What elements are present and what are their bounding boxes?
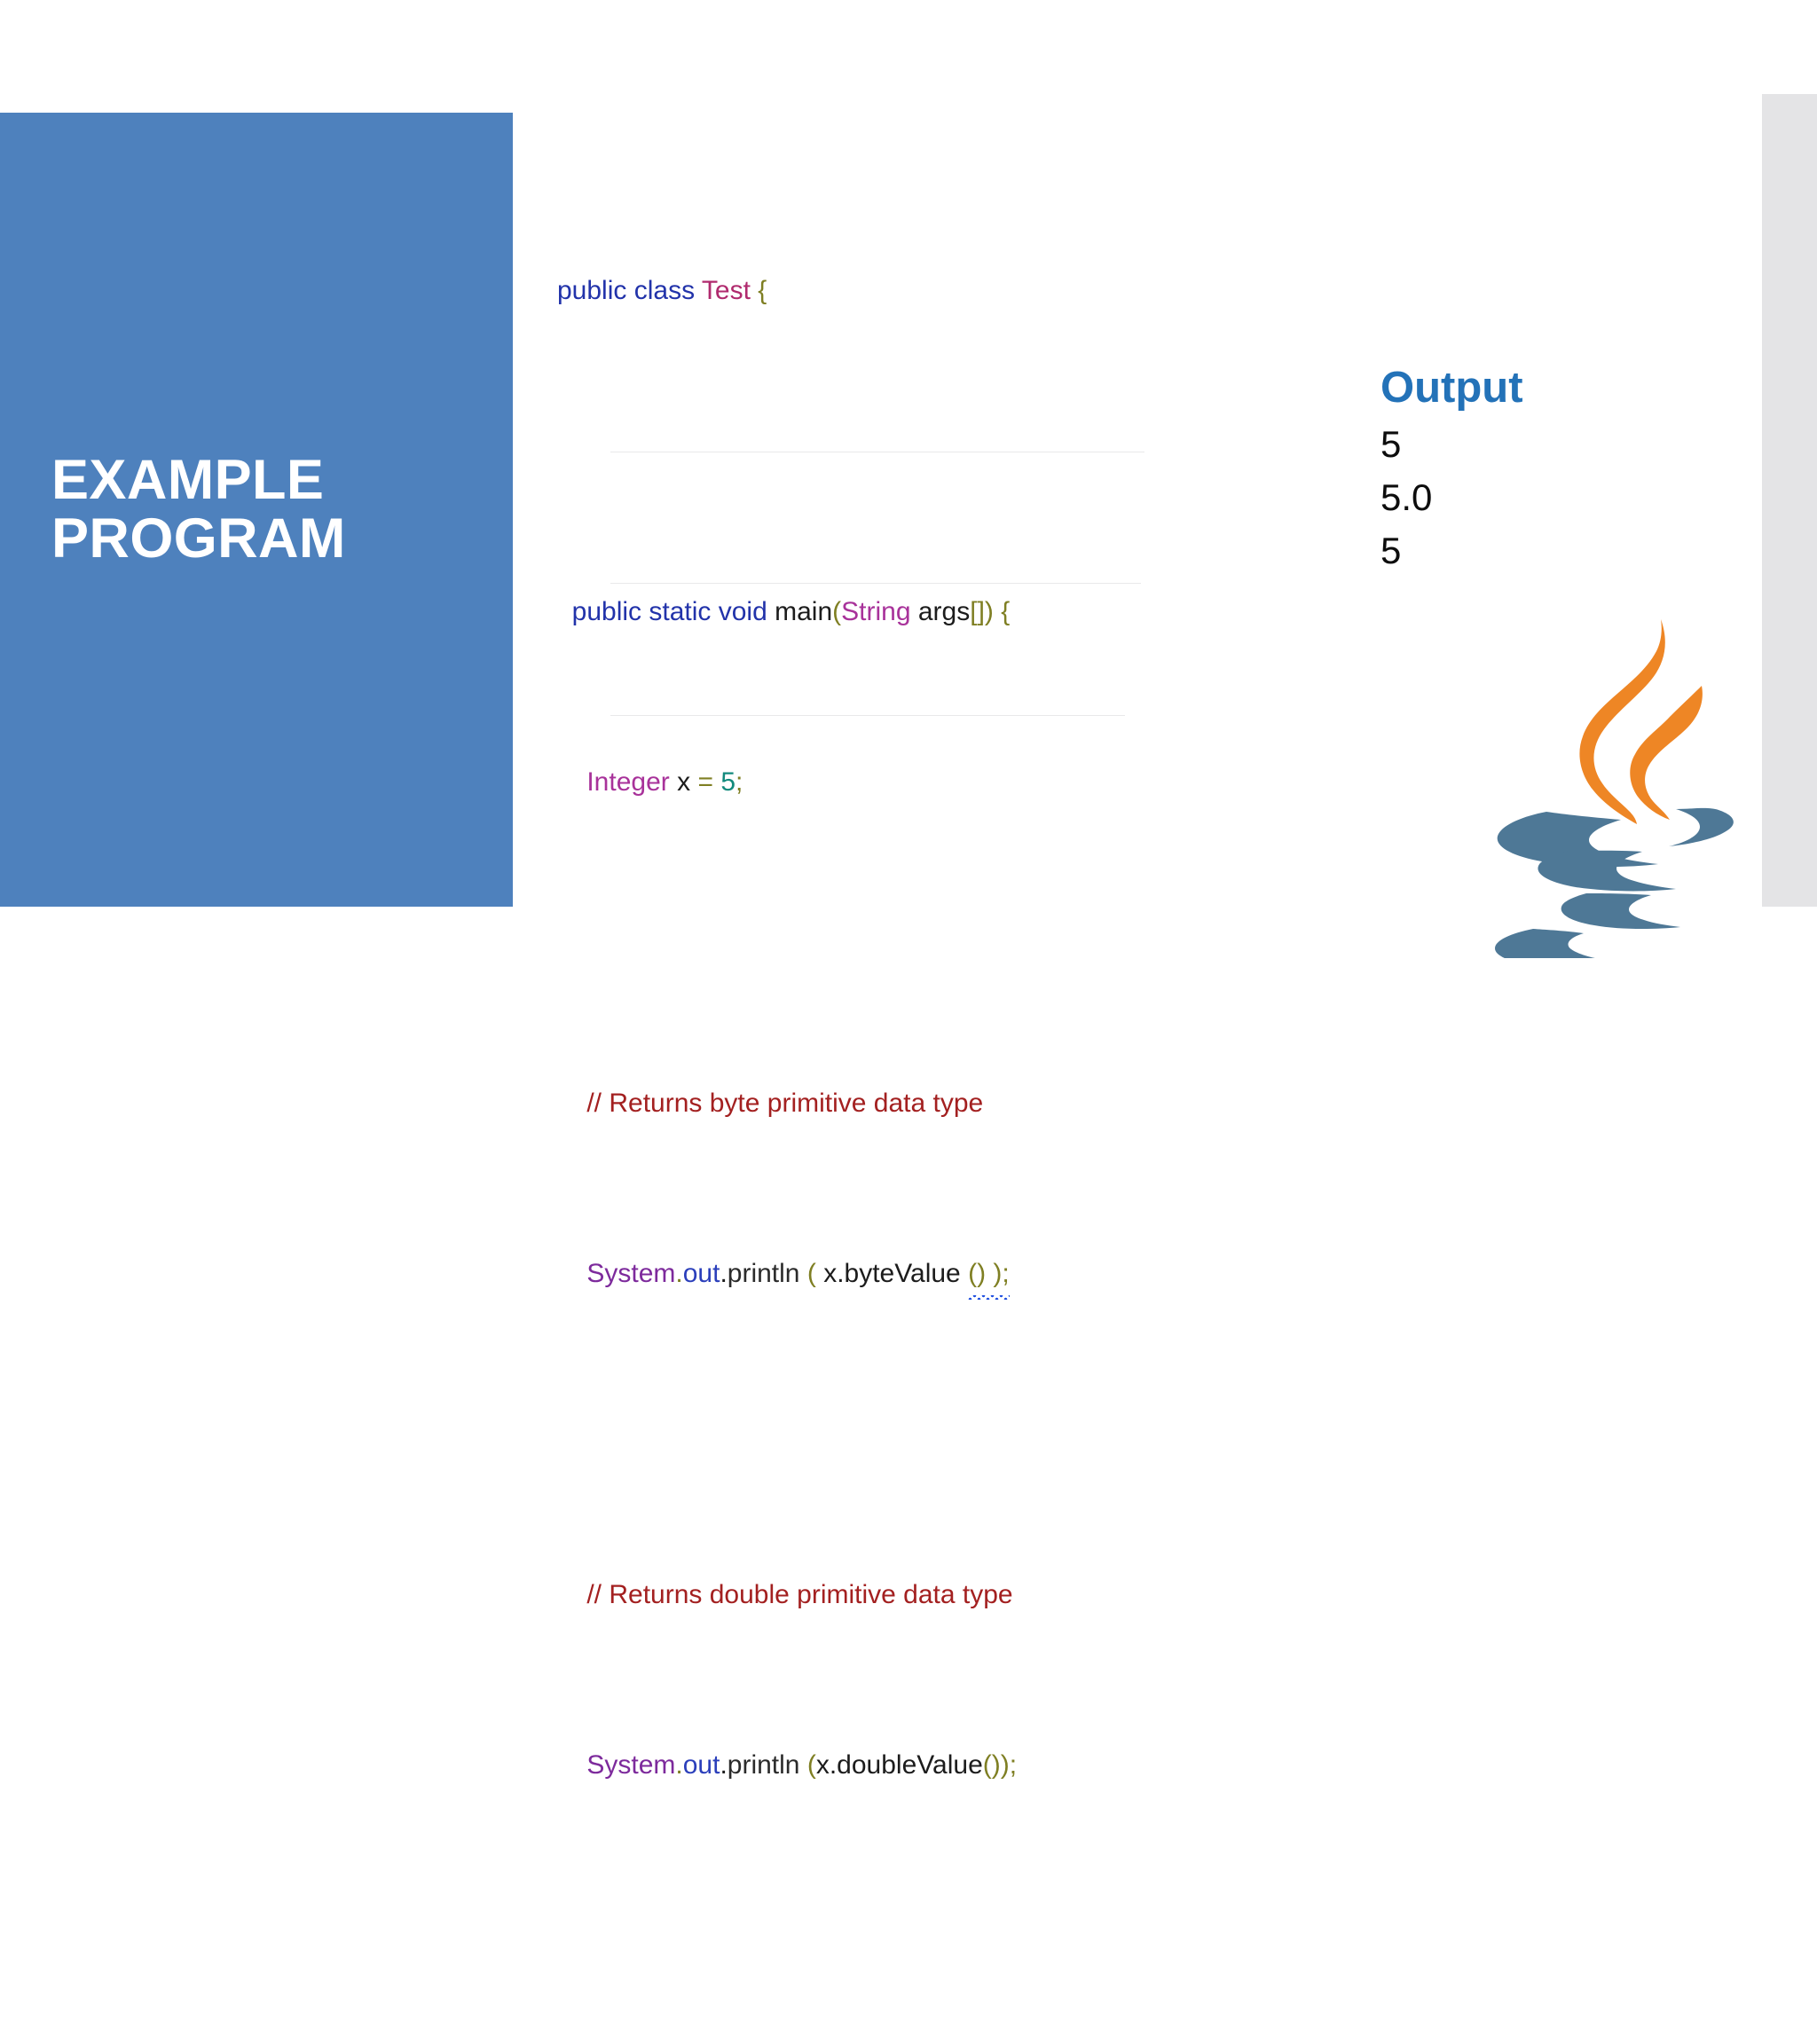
page-title-line-1: EXAMPLE	[51, 448, 325, 511]
token-println-1: println	[727, 1259, 800, 1288]
token-out-1: out	[682, 1259, 720, 1288]
code-rule-2	[610, 583, 1141, 584]
token-close-paren-semi-2: );	[1000, 1750, 1018, 1780]
token-class-kw: class	[633, 276, 696, 305]
token-string-type: String	[841, 597, 911, 626]
code-line-5-blank	[557, 932, 1231, 955]
page-title-line-2: PROGRAM	[51, 507, 346, 570]
output-line-2: 5.0	[1380, 476, 1433, 519]
token-literal-5: 5	[720, 767, 735, 797]
token-integer-type: Integer	[586, 767, 670, 797]
code-line-3: public static void main(String args[]) {	[557, 591, 1231, 633]
token-equals: =	[697, 767, 713, 797]
token-paren-open-1: (	[806, 1259, 816, 1288]
token-x-bytevalue: x.byteValue	[823, 1259, 961, 1288]
code-block: public class Test { public static void m…	[557, 142, 1231, 2044]
token-brace-open-main: {	[1001, 597, 1011, 626]
code-line-6: // Returns byte primitive data type	[557, 1082, 1231, 1125]
token-empty-parens-2: ()	[982, 1750, 1001, 1780]
code-line-4: Integer x = 5;	[557, 761, 1231, 804]
token-args-brackets: [])	[970, 597, 994, 626]
code-rule-3	[610, 715, 1125, 716]
output-line-1: 5	[1380, 423, 1402, 466]
java-cup-icon	[1495, 807, 1734, 958]
page-title: EXAMPLE PROGRAM	[51, 448, 346, 570]
token-x-doublevalue: x.doubleValue	[815, 1750, 983, 1780]
token-dot-1b: .	[720, 1259, 728, 1288]
token-dot-1: .	[675, 1259, 683, 1288]
code-line-10: System.out.println (x.doubleValue());	[557, 1744, 1231, 1787]
token-paren-open-main: (	[832, 597, 842, 626]
token-out-2: out	[682, 1750, 720, 1780]
comment-double: // Returns double primitive data type	[586, 1580, 1013, 1609]
token-paren-open-2: (	[806, 1750, 816, 1780]
token-brace-open-class: {	[758, 276, 767, 305]
output-heading: Output	[1380, 364, 1523, 412]
token-class-name: Test	[701, 276, 751, 305]
token-main: main	[775, 597, 833, 626]
comment-byte: // Returns byte primitive data type	[586, 1089, 984, 1118]
token-dot-2: .	[675, 1750, 683, 1780]
token-empty-parens-1: ()	[968, 1259, 987, 1288]
code-line-7: System.out.println ( x.byteValue () );	[557, 1253, 1231, 1300]
output-panel: Output 5 5.0 5	[1380, 364, 1673, 578]
java-steam-icon	[1579, 619, 1703, 824]
code-line-8-blank	[557, 1423, 1231, 1446]
error-squiggle-1: () );	[968, 1253, 1010, 1300]
token-system-1: System	[586, 1259, 676, 1288]
code-line-11-blank	[557, 1914, 1231, 1938]
token-system-2: System	[586, 1750, 676, 1780]
token-dot-2b: .	[720, 1750, 728, 1780]
slide-canvas: EXAMPLE PROGRAM public class Test { publ…	[0, 94, 1817, 1780]
token-semicolon-1: ;	[735, 767, 743, 797]
token-var-x: x	[677, 767, 691, 797]
java-logo	[1473, 603, 1748, 958]
token-public-static-void: public static void	[571, 597, 767, 626]
right-edge-strip	[1762, 94, 1817, 907]
output-line-3: 5	[1380, 530, 1402, 572]
token-close-paren-semi-1: );	[993, 1259, 1010, 1288]
code-line-1: public class Test {	[557, 270, 1231, 312]
title-panel: EXAMPLE PROGRAM	[0, 113, 513, 907]
token-args: args	[917, 597, 971, 626]
code-line-9: // Returns double primitive data type	[557, 1574, 1231, 1616]
token-println-2: println	[727, 1750, 800, 1780]
token-public-class: public	[557, 276, 627, 305]
